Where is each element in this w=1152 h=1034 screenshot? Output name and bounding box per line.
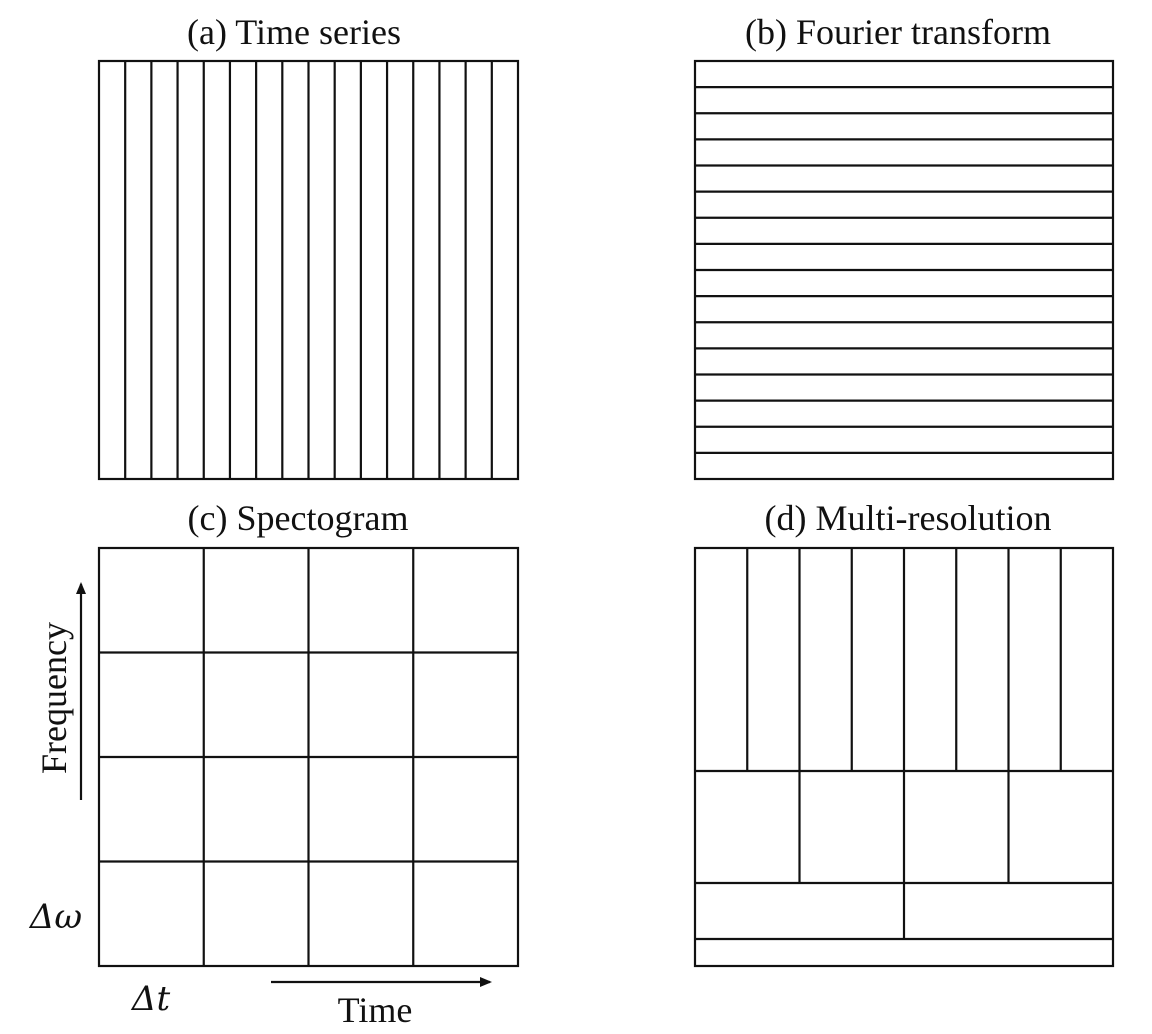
panel-d-multiresolution-grid [693, 546, 1115, 968]
panel-b-fourier-grid [693, 59, 1115, 481]
panel-c-spectrogram-grid [97, 546, 520, 968]
panel-a-title: (a) Time series [187, 12, 401, 52]
delta-t-label: Δt [130, 979, 171, 1019]
time-axis-label: Time [338, 990, 413, 1030]
delta-omega-label: Δω [28, 897, 82, 937]
panel-c-title: (c) Spectogram [188, 498, 409, 538]
panel-a-time-series-grid [97, 59, 520, 481]
panel-b-title: (b) Fourier transform [745, 12, 1051, 52]
frequency-axis-label: Frequency [34, 622, 74, 774]
panel-d-title: (d) Multi-resolution [765, 498, 1052, 538]
